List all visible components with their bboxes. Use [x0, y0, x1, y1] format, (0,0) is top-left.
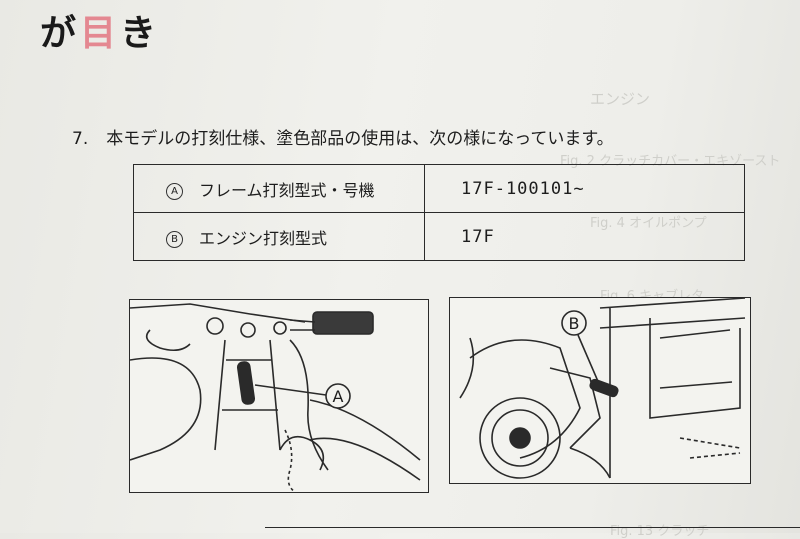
circled-marker: A: [166, 182, 183, 200]
item-description: 本モデルの打刻仕様、塗色部品の使用は、次の様になっています。: [106, 129, 614, 149]
engine-stamp-illustration: B: [449, 297, 751, 484]
frame-stamp-illustration: A: [129, 299, 429, 493]
bleed-through-text: エンジン: [590, 90, 651, 108]
section-heading: が目き: [40, 13, 161, 54]
circled-marker: B: [166, 230, 183, 248]
frame-stamp-value: 17F-100101~: [424, 164, 745, 213]
engine-stamp-value: 17F: [424, 212, 745, 261]
lower-table-edge: [265, 527, 800, 538]
callout-b-label: B: [569, 314, 580, 333]
callout-a-label: A: [333, 387, 344, 406]
item-number: 7.: [72, 129, 89, 149]
item-7-text: 7. 本モデルの打刻仕様、塗色部品の使用は、次の様になっています。: [72, 124, 614, 149]
